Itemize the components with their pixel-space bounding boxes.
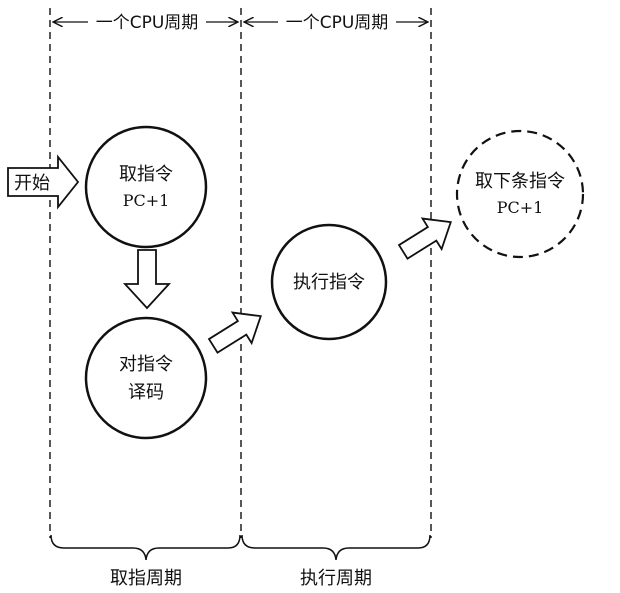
next-node-title: 取下条指令	[475, 171, 565, 192]
execute-cycle-brace	[241, 534, 431, 561]
execute-cycle-label: 执行周期	[300, 568, 372, 589]
fetch-cycle-brace	[50, 534, 241, 561]
decode-instruction-node: 对指令 译码	[84, 316, 208, 440]
cpu-cycle-label-1: 一个CPU周期	[96, 13, 199, 33]
top-span-right: 一个CPU周期	[244, 13, 428, 33]
fetch-next-instruction-node: 取下条指令 PC+1	[455, 129, 585, 259]
fetch-instruction-node: 取指令 PC+1	[84, 125, 208, 249]
next-node-pc: PC+1	[497, 198, 544, 217]
down-arrow	[122, 249, 172, 310]
start-label: 开始	[14, 173, 50, 194]
fetch-cycle-label: 取指周期	[110, 568, 182, 589]
fetch-node-title: 取指令	[119, 164, 173, 185]
decode-to-execute-arrow	[207, 311, 262, 354]
decode-node-line2: 译码	[128, 382, 164, 403]
execute-to-next-arrow	[397, 217, 452, 260]
cpu-cycle-label-2: 一个CPU周期	[286, 13, 389, 33]
decode-node-line1: 对指令	[119, 354, 173, 375]
fetch-node-pc: PC+1	[123, 191, 170, 210]
top-span-left: 一个CPU周期	[53, 13, 238, 33]
start-arrow	[7, 154, 80, 210]
execute-node-title: 执行指令	[293, 272, 365, 293]
execute-instruction-node: 执行指令	[270, 223, 388, 341]
